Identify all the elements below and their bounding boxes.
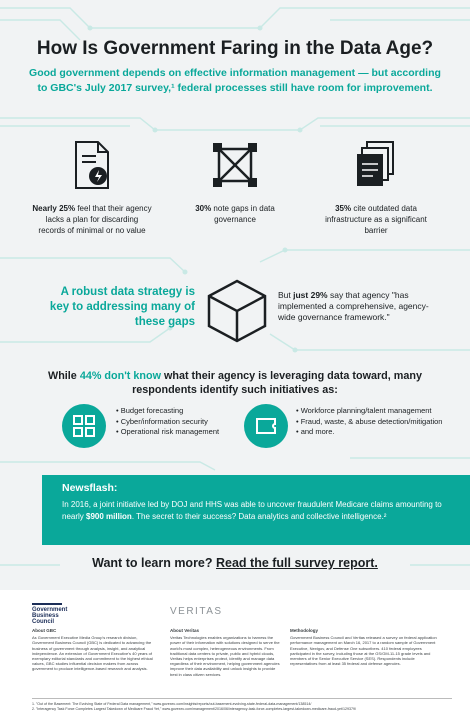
stat-governance-gaps: 30% note gaps in data governance [180, 140, 290, 225]
governance-stat: But just 29% say that agency "has implem… [278, 290, 429, 322]
list-item: Fraud, waste, & abuse detection/mitigati… [296, 417, 456, 428]
about-veritas: About Veritas Veritas Technologies enabl… [170, 628, 280, 677]
strategy-headline: A robust data strategy is key to address… [49, 286, 195, 328]
veritas-logo: VERITAS [170, 606, 223, 617]
list-item: Operational risk management [116, 427, 236, 438]
footnote-1[interactable]: 1. "Out of the Basement: The Evolving St… [32, 702, 312, 706]
footer [0, 590, 470, 723]
footnote-2[interactable]: 2. "Interagency Task Force Completes Lar… [32, 707, 357, 711]
page-title: How Is Government Faring in the Data Age… [36, 38, 434, 59]
initiatives-list-right: Workforce planning/talent management Fra… [296, 406, 456, 438]
gbc-logo: Government Business Council [32, 603, 67, 625]
document-warning-icon [32, 140, 152, 193]
list-item: Workforce planning/talent management [296, 406, 456, 417]
initiatives-heading: While 44% don't know what their agency i… [48, 370, 422, 396]
learn-more: Want to learn more? Read the full survey… [92, 556, 378, 570]
stat-outdated-infrastructure: 35% cite outdated data infrastructure as… [316, 140, 436, 236]
cube-icon [205, 278, 269, 349]
list-item: Budget forecasting [116, 406, 236, 417]
list-item: Cyber/information security [116, 417, 236, 428]
stat-discard-plan: Nearly 25% feel that their agency lacks … [32, 140, 152, 236]
survey-report-link[interactable]: Read the full survey report. [216, 556, 378, 570]
newsflash-body: In 2016, a joint initiative led by DOJ a… [62, 500, 442, 521]
newsflash-title: Newsflash: [62, 482, 118, 494]
crossed-box-icon [180, 140, 290, 193]
stacked-files-icon [316, 140, 436, 193]
about-gbc: About GBC As Government Executive Media … [32, 628, 153, 672]
list-item: and more. [296, 427, 456, 438]
intro-text: Good government depends on effective inf… [29, 67, 441, 94]
methodology: Methodology Government Business Council … [290, 628, 437, 667]
grid-blocks-icon [62, 404, 106, 448]
ticket-card-icon [244, 404, 288, 448]
newsflash-banner: Newsflash: In 2016, a joint initiative l… [42, 475, 470, 545]
footnotes: 1. "Out of the Basement: The Evolving St… [32, 698, 452, 712]
initiatives-list-left: Budget forecasting Cyber/information sec… [116, 406, 236, 438]
